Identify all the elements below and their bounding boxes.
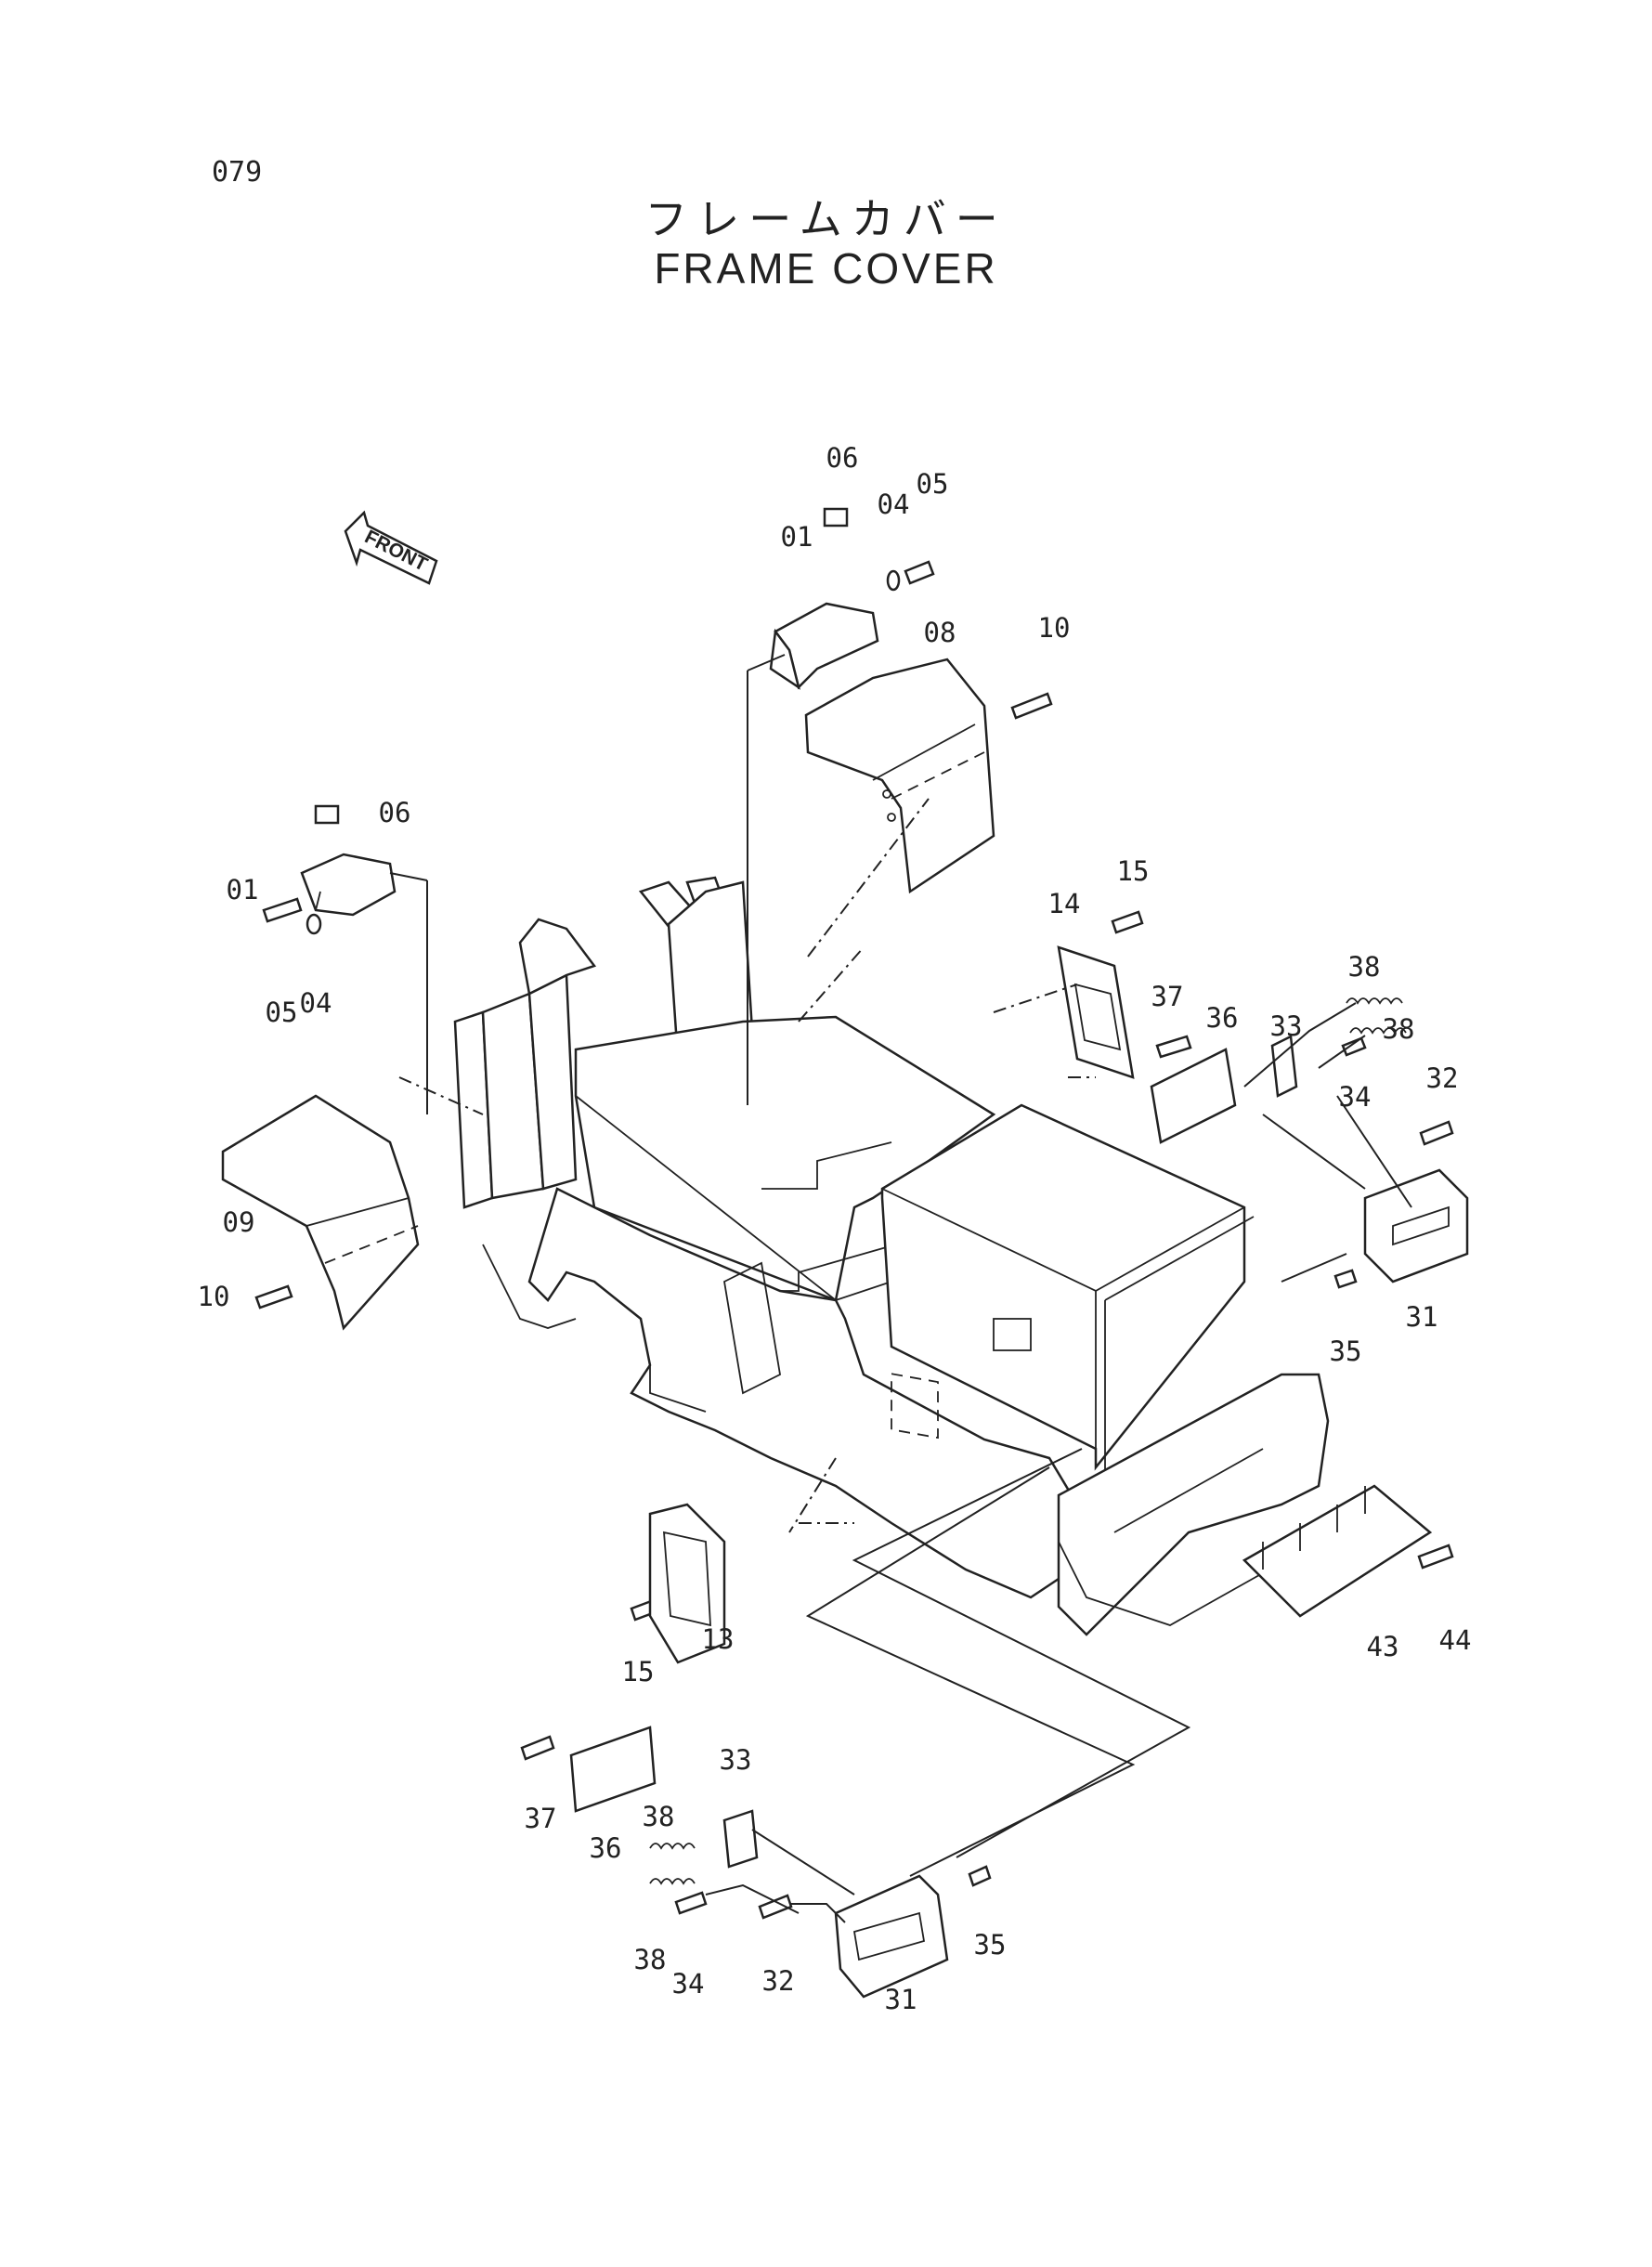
callout-14: 14 <box>1048 888 1081 919</box>
bolt-icon <box>1155 1035 1192 1059</box>
part-08-frame-cover <box>804 658 995 894</box>
callout-01: 01 <box>781 521 813 553</box>
callout-34: 34 <box>1339 1081 1372 1113</box>
bolt-icon <box>904 560 935 585</box>
callout-32: 32 <box>762 1965 795 1997</box>
callout-13: 13 <box>702 1623 735 1655</box>
part-13-cover-plate <box>648 1503 726 1664</box>
callout-05: 05 <box>917 468 949 500</box>
part-31-lamp-top <box>1363 1168 1469 1283</box>
callout-32: 32 <box>1426 1062 1459 1094</box>
part-01-bracket-left <box>300 853 397 917</box>
callout-10: 10 <box>1038 612 1071 644</box>
revolving-frame <box>453 876 1330 1636</box>
callout-31: 31 <box>885 1984 917 2015</box>
callout-38: 38 <box>1383 1013 1415 1045</box>
callout-36: 36 <box>1206 1002 1239 1034</box>
part-36-plate-top <box>1150 1048 1237 1144</box>
bolt-icon <box>1417 1544 1454 1570</box>
page-title-english: FRAME COVER <box>654 244 998 293</box>
callout-33: 33 <box>1270 1010 1303 1042</box>
spring-icon <box>649 1878 696 1885</box>
callout-44: 44 <box>1439 1624 1472 1656</box>
part-09-frame-cover <box>221 1094 420 1331</box>
callout-06: 06 <box>826 442 859 474</box>
part-33-bracket-bottom <box>722 1809 759 1869</box>
bolt-icon <box>1111 910 1144 934</box>
callout-01: 01 <box>227 874 259 905</box>
bolt-icon <box>1341 1036 1367 1057</box>
nut-icon <box>314 804 340 825</box>
bolt-icon <box>968 1865 992 1887</box>
bolt-icon <box>1419 1120 1454 1146</box>
washer-icon <box>306 913 322 935</box>
callout-06: 06 <box>379 797 411 828</box>
bolt-icon <box>254 1284 293 1309</box>
callout-05: 05 <box>266 997 298 1028</box>
spring-icon <box>1349 1027 1407 1035</box>
callout-04: 04 <box>300 987 332 1019</box>
leader-lines <box>389 654 1412 1923</box>
part-36-plate-bottom <box>569 1726 657 1813</box>
bolt-icon <box>1333 1269 1358 1289</box>
front-arrow-icon <box>344 510 438 585</box>
bolt-icon <box>758 1894 793 1920</box>
callout-37: 37 <box>525 1803 557 1834</box>
callout-10: 10 <box>198 1281 230 1312</box>
nut-icon <box>823 507 849 528</box>
washer-icon <box>886 569 901 592</box>
part-14-cover-plate <box>1057 945 1135 1079</box>
callout-15: 15 <box>1117 855 1150 887</box>
callout-35: 35 <box>974 1929 1007 1961</box>
spring-icon <box>649 1843 696 1850</box>
fastener-icons <box>254 507 1454 1920</box>
callout-15: 15 <box>622 1656 655 1687</box>
callout-31: 31 <box>1406 1301 1438 1333</box>
spring-icon <box>1346 997 1403 1005</box>
callout-36: 36 <box>590 1832 622 1864</box>
part-callouts: 06 04 05 01 08 10 06 01 05 04 09 10 15 1… <box>198 442 1472 2015</box>
part-43-bracket-assembly <box>1242 1484 1433 1618</box>
bolt-icon <box>262 897 303 923</box>
page-number: 079 <box>212 156 263 189</box>
callout-38: 38 <box>643 1801 675 1832</box>
callout-37: 37 <box>1151 981 1184 1012</box>
bolt-icon <box>1010 692 1053 720</box>
part-33-bracket-top <box>1270 1035 1298 1098</box>
callout-33: 33 <box>720 1744 752 1776</box>
bolt-icon <box>674 1891 708 1915</box>
part-01-bracket-top <box>769 602 879 690</box>
callout-38: 38 <box>634 1944 667 1975</box>
callout-35: 35 <box>1330 1335 1362 1367</box>
front-direction-marker: FRONT <box>344 510 438 585</box>
callout-43: 43 <box>1367 1631 1399 1662</box>
callout-04: 04 <box>878 489 910 520</box>
part-31-lamp-bottom <box>834 1874 949 1999</box>
callout-38: 38 <box>1348 951 1381 983</box>
callout-34: 34 <box>672 1968 705 2000</box>
bolt-icon <box>520 1735 555 1761</box>
callout-08: 08 <box>924 617 956 648</box>
spring-icons <box>649 997 1407 1885</box>
page-title-japanese: フレームカバー <box>644 194 1008 244</box>
callout-09: 09 <box>223 1206 255 1238</box>
